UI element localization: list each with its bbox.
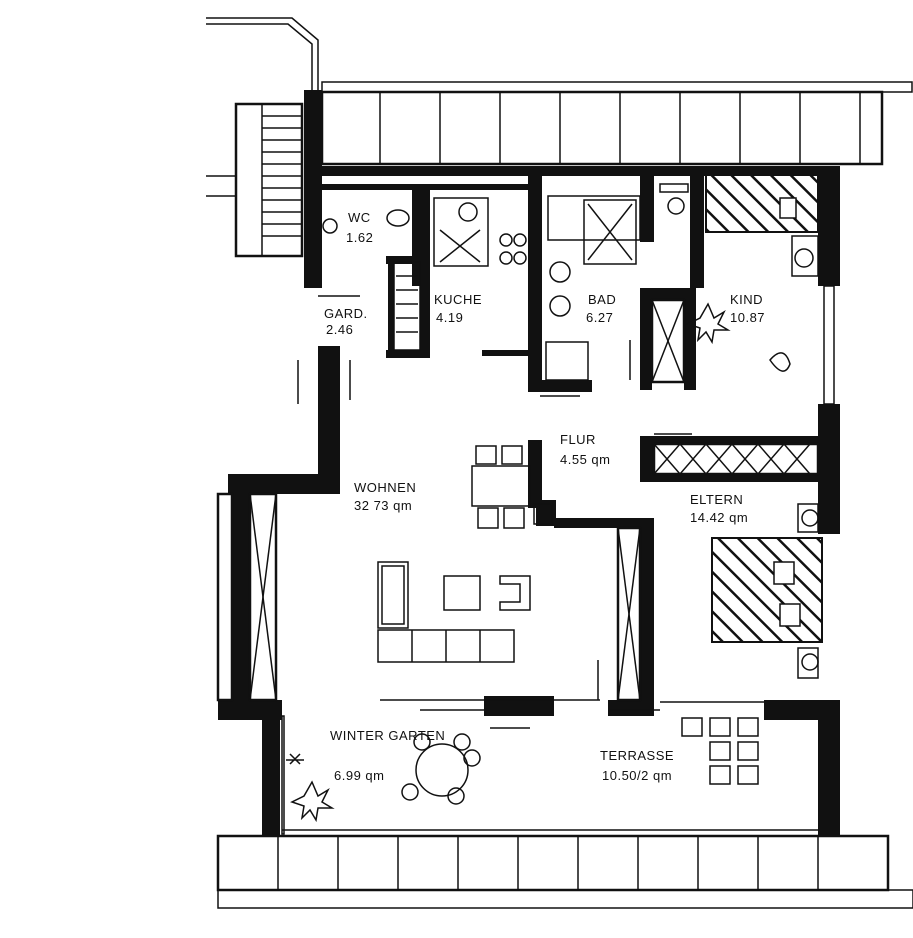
room-name: FLUR xyxy=(560,432,596,447)
room-eltern: ELTERN 14.42 qm xyxy=(690,492,748,525)
fixtures xyxy=(322,183,819,679)
room-name: WINTER GARTEN xyxy=(330,728,445,743)
room-area: 14.42 qm xyxy=(690,510,748,525)
room-area: 32 73 qm xyxy=(354,498,412,513)
room-area: 4.19 xyxy=(436,310,463,325)
room-gard: GARD. 2.46 xyxy=(324,306,368,337)
room-name: BAD xyxy=(588,292,616,307)
room-name: ELTERN xyxy=(690,492,743,507)
room-kueche: KUCHE 4.19 xyxy=(434,292,482,325)
round-table xyxy=(401,733,481,805)
room-bad: BAD 6.27 xyxy=(586,292,616,325)
walls xyxy=(218,90,840,836)
room-name: WC xyxy=(348,210,371,225)
room-name: KUCHE xyxy=(434,292,482,307)
room-terrasse: TERRASSE 10.50/2 qm xyxy=(600,748,674,783)
sofa-set xyxy=(377,561,531,663)
room-area: 10.87 xyxy=(730,310,765,325)
room-area: 6.99 qm xyxy=(334,768,384,783)
room-name: GARD. xyxy=(324,306,368,321)
room-area: 6.27 xyxy=(586,310,613,325)
terrace-tiles xyxy=(681,717,759,785)
door-rails xyxy=(297,295,764,729)
room-wintergarten: WINTER GARTEN 6.99 qm xyxy=(330,728,445,783)
balcony-bottom xyxy=(216,834,913,909)
room-area: 10.50/2 qm xyxy=(602,768,672,783)
room-name: TERRASSE xyxy=(600,748,674,763)
dining-table xyxy=(471,445,531,529)
room-wohnen: WOHNEN 32 73 qm xyxy=(354,480,416,513)
entrance-stair xyxy=(206,17,319,258)
room-name: WOHNEN xyxy=(354,480,416,495)
balcony-top xyxy=(320,81,913,166)
plant-icon xyxy=(286,302,731,823)
room-area: 2.46 xyxy=(326,322,353,337)
kind-bed xyxy=(705,171,819,233)
room-kind: KIND 10.87 xyxy=(730,292,765,325)
room-area: 4.55 qm xyxy=(560,452,610,467)
room-area: 1.62 xyxy=(346,230,373,245)
room-flur: FLUR 4.55 qm xyxy=(560,432,610,467)
eltern-bed xyxy=(711,537,823,643)
room-name: KIND xyxy=(730,292,763,307)
cabinets xyxy=(216,261,820,835)
room-wc: WC 1.62 xyxy=(346,210,373,245)
